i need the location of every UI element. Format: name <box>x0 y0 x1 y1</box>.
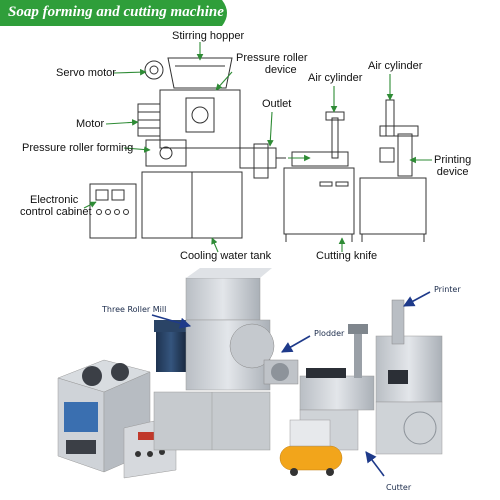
label-stirring-hopper: Stirring hopper <box>172 30 245 42</box>
label-cooling-water-tank: Cooling water tank <box>180 250 272 262</box>
label-pressure-roller-device: Pressure roller device <box>236 52 308 76</box>
photo-arrows <box>151 291 431 477</box>
stirring-hopper-shape <box>167 57 233 89</box>
label-printer: Printer <box>434 285 461 294</box>
cutter-table-shape <box>283 167 355 235</box>
label-outlet: Outlet <box>262 98 292 110</box>
label-printing-device-line2: device <box>436 166 469 178</box>
diagram-arrows <box>83 42 432 253</box>
main-machine-drawing <box>89 57 286 239</box>
label-cutting-knife: Cutting knife <box>316 250 378 262</box>
label-cutter: Cutter <box>386 483 412 492</box>
label-plodder: Plodder <box>314 329 345 338</box>
conveyor-shape <box>291 151 349 167</box>
label-pressure-roller-device-line1: Pressure roller <box>236 52 308 64</box>
figure-title: Soap forming and cutting machine <box>8 4 224 20</box>
title-banner <box>0 0 227 26</box>
label-printing-device-line1: Printing <box>434 154 472 166</box>
roller-body-shape <box>159 89 241 149</box>
photo-cutter <box>299 324 375 451</box>
left-air-cylinder-shape <box>331 117 339 159</box>
label-pressure-roller-forming: Pressure roller forming <box>22 142 134 154</box>
label-air-cylinder-right: Air cylinder <box>368 60 423 72</box>
pressure-roller-forming-shape <box>145 139 187 167</box>
printer-drawing <box>359 99 427 242</box>
label-servo-motor: Servo motor <box>56 67 116 79</box>
label-electronic-control-cabinet-line2: control cabinet <box>20 206 92 218</box>
label-printing-device: Printing device <box>434 154 471 178</box>
photo-printer <box>375 299 443 455</box>
photo-air-compressor <box>279 419 343 476</box>
control-cabinet-shape <box>89 183 137 239</box>
label-motor: Motor <box>76 118 105 130</box>
label-pressure-roller-device-line2: device <box>264 64 297 76</box>
photo-main-machine <box>153 268 299 451</box>
label-air-cylinder-left: Air cylinder <box>308 72 363 84</box>
label-electronic-control-cabinet: Electronic control cabinet <box>20 194 92 218</box>
printer-table-shape <box>359 177 427 235</box>
label-three-roller-mill: Three Roller Mill <box>102 305 167 314</box>
label-electronic-control-cabinet-line1: Electronic <box>30 194 79 206</box>
